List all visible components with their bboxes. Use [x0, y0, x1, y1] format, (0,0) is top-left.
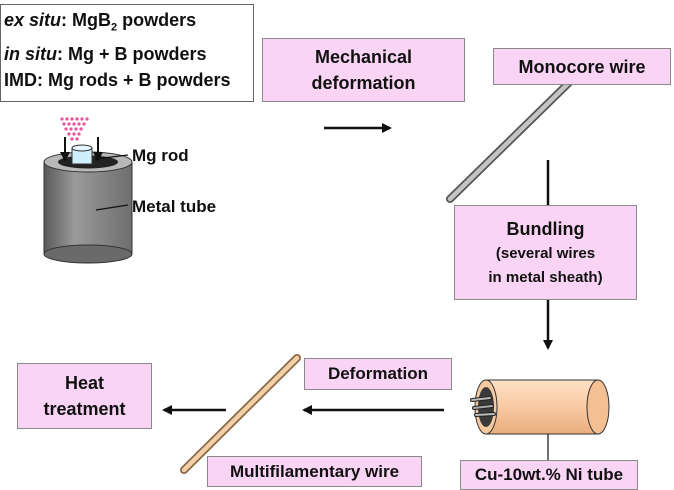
deformation-box: Deformation [304, 358, 452, 390]
in-situ-term: in situ [4, 43, 57, 64]
bundling-title: Bundling [506, 218, 585, 239]
multifilamentary-wire-box: Multifilamentary wire [207, 456, 422, 487]
multifilamentary-label: Multifilamentary wire [229, 461, 400, 481]
monocore-label: Monocore wire [518, 56, 646, 77]
bundling-line3: in metal sheath) [488, 268, 603, 286]
monocore-wire-box: Monocore wire [493, 48, 671, 85]
mechanical-line2: deformation [311, 73, 416, 93]
multifilamentary-wire-icon [180, 354, 301, 474]
cu-ni-tube-box: Cu-10wt.% Ni tube [460, 460, 638, 490]
mechanical-deformation-box: Mechanical deformation [262, 38, 465, 102]
imd-line: IMD: Mg rods + B powders [4, 69, 231, 90]
in-situ-line: in situ: Mg + B powders [4, 41, 253, 67]
heat-line2: treatment [43, 399, 126, 419]
powder-methods-legend: ex situ: MgB2 powders in situ: Mg + B po… [0, 4, 254, 102]
in-situ-text: : Mg + B powders [57, 43, 207, 64]
mg-rod-icon [71, 144, 93, 165]
cu-ni-tube-label: Cu-10wt.% Ni tube [474, 465, 624, 484]
deformation-label: Deformation [327, 364, 429, 383]
heat-treatment-box: Heat treatment [17, 363, 152, 429]
mechanical-line1: Mechanical [314, 47, 413, 67]
ex-situ-line: ex situ: MgB2 powders [4, 7, 253, 41]
mg-rod-label: Mg rod [132, 146, 189, 165]
ex-situ-rest: powders [117, 10, 197, 30]
bundling-box: Bundling (several wires in metal sheath) [454, 205, 637, 300]
ex-situ-text: : MgB [61, 10, 112, 30]
cu-ni-tube-icon [470, 379, 610, 435]
monocore-wire-icon [446, 66, 586, 203]
heat-line1: Heat [64, 373, 104, 393]
metal-tube-label: Metal tube [132, 197, 217, 216]
metal-tube-icon [43, 151, 133, 264]
ex-situ-subscript: 2 [111, 21, 118, 34]
mg-rod-leader-line [94, 154, 129, 160]
powder-icon [60, 117, 89, 141]
ex-situ-term: ex situ [4, 10, 62, 30]
bundling-line2: (several wires [495, 244, 596, 262]
metal-tube-leader-line [95, 204, 129, 211]
